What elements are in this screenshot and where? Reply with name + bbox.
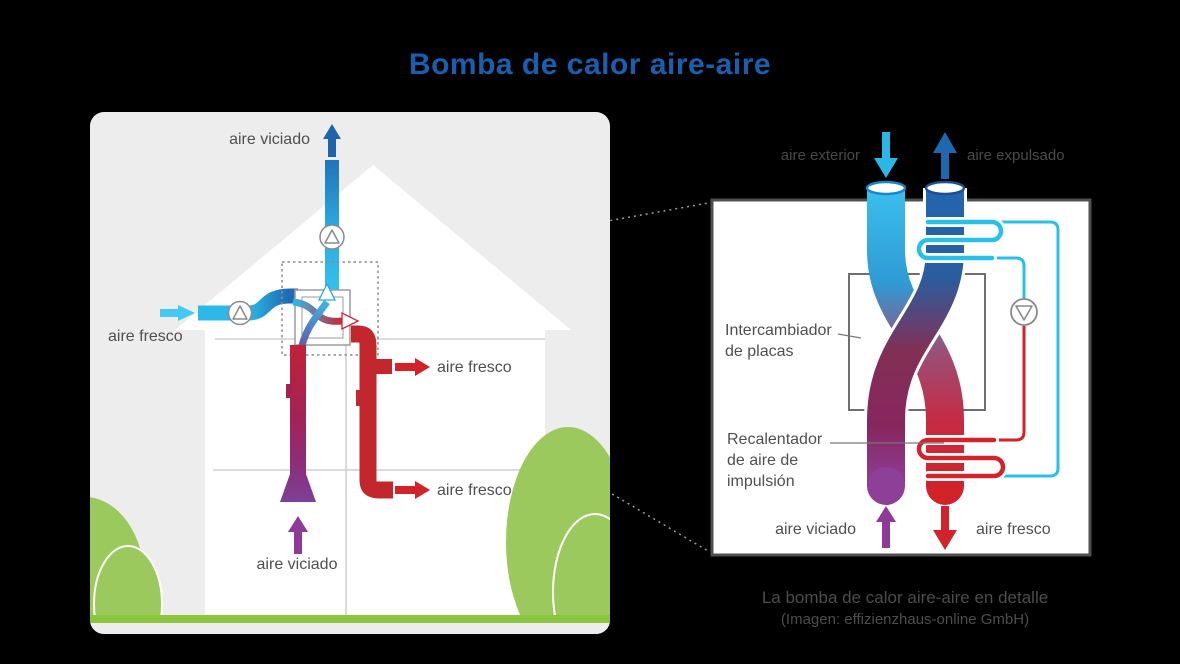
bushes-right xyxy=(506,427,610,634)
arrow-down-outdoor-icon xyxy=(874,132,898,178)
house-label-supply-lower: aire fresco xyxy=(437,482,512,499)
top-coil xyxy=(916,219,1004,261)
detail-panel-illustration xyxy=(710,132,1092,557)
stale-duct-flange xyxy=(286,384,292,398)
zoom-dashed-box xyxy=(281,261,379,356)
house-illustration xyxy=(90,124,610,634)
reheater-label-line2: de aire de xyxy=(727,452,799,469)
fan-icon xyxy=(227,300,253,326)
arrow-right-supply-lower-icon xyxy=(395,481,430,499)
reheater-label-line1: Recalentador xyxy=(727,431,823,448)
house-label-exhaust-top: aire viciado xyxy=(229,131,310,148)
house-label-supply-upper: aire fresco xyxy=(437,359,512,376)
unit-arrow-right-icon xyxy=(341,311,360,331)
detail-label-outdoor-air: aire exterior xyxy=(780,147,860,164)
reheater-label: Recalentador de aire de impulsión xyxy=(727,429,822,492)
plate-exchanger-label-line2: de placas xyxy=(725,343,794,360)
refrigerant-circuit xyxy=(994,220,1060,478)
page-title: Bomba de calor aire-aire xyxy=(408,48,772,81)
bushes-left xyxy=(90,497,163,634)
arrow-right-supply-upper-icon xyxy=(395,358,430,376)
arrow-up-stale-detail-icon xyxy=(876,506,896,548)
pump-icon xyxy=(1010,298,1038,326)
circuit-red-from-pump xyxy=(994,326,1026,442)
arrow-right-intake-icon xyxy=(160,305,195,321)
caption: La bomba de calor aire-aire en detalle (… xyxy=(700,586,1110,630)
detail-label-expelled-air: aire expulsado xyxy=(967,147,1065,164)
tube-exhaust-endcap xyxy=(867,467,905,505)
arrow-up-expelled-icon xyxy=(933,132,957,179)
caption-line2: (Imagen: effizienzhaus-online GmbH) xyxy=(780,611,1030,628)
house-label-intake-left: aire fresco xyxy=(108,328,183,345)
plate-exchanger-label: Intercambiador de placas xyxy=(725,320,832,362)
supply-duct-red xyxy=(351,325,393,499)
plate-exchanger-box xyxy=(848,273,986,411)
ground-strip xyxy=(90,615,610,623)
detail-label-stale-air: aire viciado xyxy=(775,521,856,538)
supply-branch-upper xyxy=(368,359,392,374)
house-roof xyxy=(175,165,571,330)
arrow-down-fresh-detail-icon xyxy=(933,506,957,550)
tube-top-opening-left xyxy=(865,180,907,196)
house-diagram-card: aire viciado aire fresco aire fresco air… xyxy=(90,112,610,634)
unit-arrow-up-icon xyxy=(317,282,337,301)
ground-below xyxy=(90,623,610,634)
tube-exhaust-air xyxy=(867,188,964,486)
tube-top-opening-right xyxy=(924,180,966,196)
caption-line1: La bomba de calor aire-aire en detalle xyxy=(761,588,1049,607)
arrow-up-exhaust-icon xyxy=(323,124,341,157)
detail-label-fresh-air: aire fresco xyxy=(976,521,1051,538)
circuit-cyan-to-pump xyxy=(994,256,1026,299)
stale-air-duct xyxy=(280,345,316,502)
plate-exchanger-label-line1: Intercambiador xyxy=(725,322,832,339)
reheater-label-line3: impulsión xyxy=(727,473,795,490)
circuit-cyan-outer xyxy=(994,220,1060,478)
plate-exchanger-leader xyxy=(837,333,862,339)
fan-icon xyxy=(319,224,345,250)
supply-duct-flange xyxy=(356,390,362,406)
house-label-stale-bottom: aire viciado xyxy=(256,556,338,573)
arrow-up-stale-icon xyxy=(288,516,308,554)
